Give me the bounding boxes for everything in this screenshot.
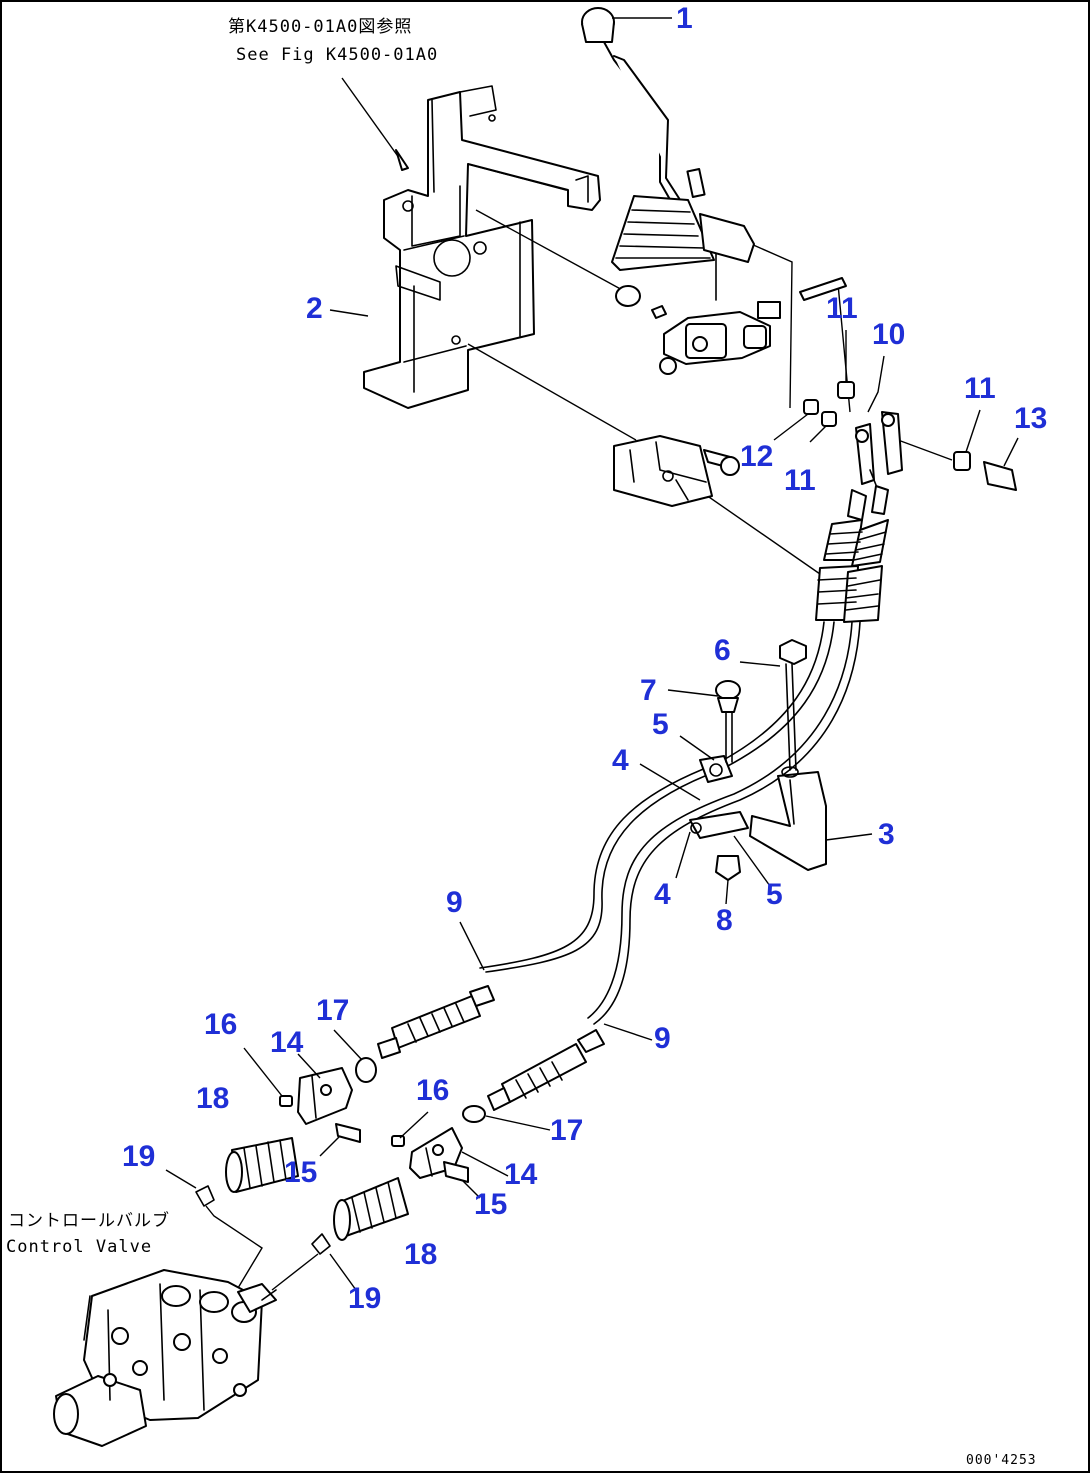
callout-1: 1 [676, 2, 693, 35]
dash-line-2 [467, 343, 637, 441]
callout-5-bottom: 5 [766, 878, 783, 911]
callout-4-top: 4 [612, 744, 629, 777]
lever-rod-edge [613, 55, 685, 207]
cable-9-lower [593, 621, 861, 1025]
boot-18-lower [333, 1177, 409, 1241]
callout-16-lower: 16 [416, 1074, 449, 1107]
callout-11-right: 11 [964, 372, 996, 405]
cable-clamp-bracket [689, 755, 827, 871]
callout-17-upper: 17 [316, 994, 349, 1027]
dash-line-3 [741, 239, 793, 409]
callout-8: 8 [716, 904, 733, 937]
callout-9-lower: 9 [654, 1022, 671, 1055]
mounting-bracket [363, 85, 601, 409]
callout-10: 10 [872, 318, 905, 351]
callout-7: 7 [640, 674, 657, 707]
cable-clevis [855, 411, 903, 491]
callout-4-bottom: 4 [654, 878, 671, 911]
callout-3: 3 [878, 818, 895, 851]
cable-9-lower-edge [587, 621, 853, 1019]
lower-bracket [613, 435, 740, 507]
pin [799, 277, 847, 301]
dash-line-1 [475, 209, 627, 293]
callout-12: 12 [740, 440, 773, 473]
lower-cable-spring-b [462, 1029, 605, 1123]
callout-6: 6 [714, 634, 731, 667]
reference-arrowhead [395, 149, 409, 171]
callouts: 1 2 3 4 4 5 5 6 7 8 9 9 10 11 11 11 12 1… [122, 2, 1047, 1315]
lever-base [615, 213, 781, 375]
dash-line-7 [205, 1205, 263, 1299]
callout-9-upper: 9 [446, 886, 463, 919]
bolt-6 [779, 639, 807, 771]
callout-14-upper: 14 [270, 1026, 304, 1059]
cable-9-upper [485, 621, 835, 973]
callout-17-lower: 17 [550, 1114, 583, 1147]
callout-18-upper: 18 [196, 1082, 229, 1115]
reference-leader [341, 77, 403, 163]
nut-11-right [953, 451, 971, 471]
callout-15-lower: 15 [474, 1188, 507, 1221]
callout-14-lower: 14 [504, 1158, 538, 1191]
callout-18-lower: 18 [404, 1238, 437, 1271]
reference-note-japanese: 第K4500-01A0図参照 [228, 17, 412, 37]
reference-note-english: See Fig K4500-01A0 [236, 45, 438, 65]
callout-11-bottom: 11 [784, 464, 816, 497]
callout-16-upper: 16 [204, 1008, 237, 1041]
lever-boot [611, 168, 715, 271]
control-valve-label-japanese: コントロールバルブ [8, 1210, 170, 1231]
dash-line-6 [897, 439, 953, 461]
pin-15-upper [335, 1123, 361, 1143]
pin-16-lower [391, 1135, 405, 1147]
bolt-7 [715, 680, 741, 763]
callout-5-top: 5 [652, 708, 669, 741]
callout-19-lower: 19 [348, 1282, 381, 1315]
nut-11-mid [821, 411, 837, 427]
callout-19-upper: 19 [122, 1140, 155, 1173]
pin-13 [983, 461, 1017, 491]
cable-9-upper-edge [479, 621, 825, 969]
boot-18-upper [225, 1137, 299, 1193]
figure-code: 000'4253 [966, 1453, 1037, 1468]
clip-19-upper [195, 1185, 215, 1207]
lower-cable-spring-a [355, 985, 495, 1083]
control-valve-label-english: Control Valve [6, 1237, 152, 1257]
dash-line-8 [271, 1253, 319, 1291]
clip-19-lower [311, 1233, 331, 1255]
callout-2: 2 [306, 292, 323, 325]
nut-11-top [837, 381, 855, 399]
washer-12 [803, 399, 819, 415]
callout-leaders [165, 17, 1019, 1291]
pin-16-upper [279, 1095, 293, 1107]
clevis-14-upper [297, 1067, 353, 1125]
callout-13: 13 [1014, 402, 1047, 435]
nut-8 [715, 855, 741, 881]
control-valve [53, 1269, 277, 1447]
callout-11-top: 11 [826, 292, 858, 325]
cable-upper-ends [815, 485, 889, 623]
pin-15-lower [443, 1161, 469, 1183]
callout-15-upper: 15 [284, 1156, 317, 1189]
lever-knob [581, 7, 615, 43]
